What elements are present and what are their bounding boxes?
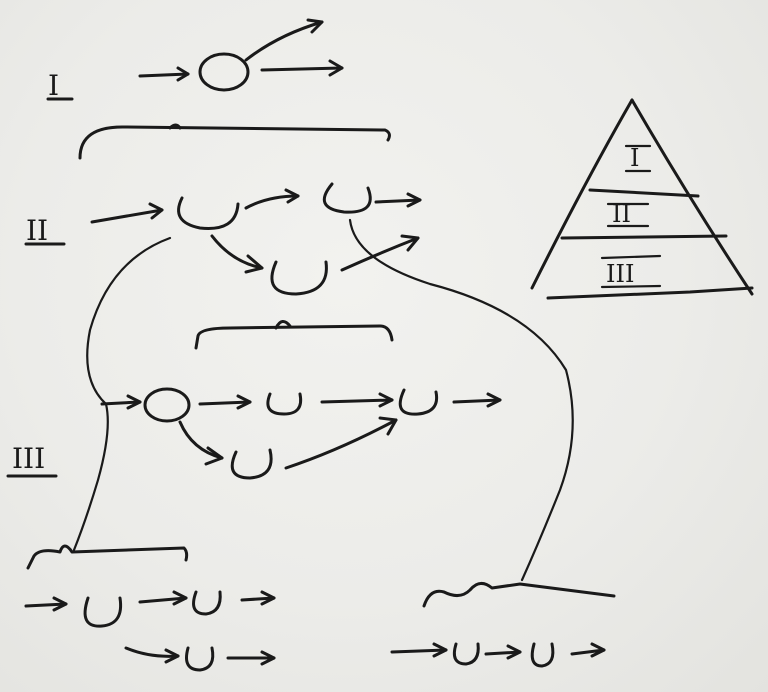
process-node bbox=[83, 596, 123, 628]
process-node bbox=[322, 182, 372, 214]
level-1-label: I bbox=[48, 69, 59, 102]
bracket-notch bbox=[168, 123, 182, 130]
pyramid-base bbox=[546, 286, 754, 300]
label-overline bbox=[600, 254, 662, 260]
arrow bbox=[198, 394, 252, 410]
pyramid-divider bbox=[588, 188, 700, 198]
process-node bbox=[192, 590, 222, 616]
arrow bbox=[210, 234, 264, 274]
level-2-flow: II bbox=[24, 182, 422, 350]
arrow bbox=[452, 392, 502, 408]
level-3-label: III bbox=[12, 442, 45, 475]
process-node bbox=[270, 260, 328, 296]
pyramid-divider bbox=[560, 234, 728, 240]
arrow bbox=[90, 202, 164, 224]
bracket bbox=[422, 582, 616, 608]
pyramid-left-edge bbox=[530, 98, 634, 290]
arrow bbox=[124, 646, 180, 664]
process-node bbox=[452, 642, 480, 666]
arrow bbox=[260, 59, 344, 77]
pyramid-right-edge bbox=[630, 98, 754, 296]
pyramid-tier-2-label: II bbox=[612, 200, 631, 228]
arrow bbox=[226, 650, 276, 666]
arrow bbox=[240, 590, 276, 606]
bracket bbox=[194, 324, 394, 350]
bracket bbox=[26, 544, 189, 570]
process-node bbox=[177, 196, 240, 230]
process-node bbox=[530, 642, 555, 668]
sub-flow-right bbox=[390, 582, 616, 668]
hierarchy-pyramid: I II III bbox=[530, 98, 754, 300]
process-node bbox=[398, 388, 439, 416]
connector-line bbox=[72, 236, 172, 552]
arrow bbox=[24, 596, 68, 612]
arrow bbox=[244, 18, 324, 62]
arrow bbox=[244, 188, 300, 210]
arrow bbox=[284, 416, 398, 470]
arrow bbox=[484, 644, 522, 660]
arrow bbox=[320, 392, 394, 408]
process-node bbox=[185, 646, 215, 672]
sub-flow-left bbox=[24, 544, 276, 672]
bracket-notch bbox=[274, 320, 292, 330]
pyramid-tier-1-label: I bbox=[630, 144, 639, 172]
level-2-label: II bbox=[26, 214, 48, 247]
label-underline bbox=[600, 284, 662, 289]
bracket bbox=[78, 125, 391, 160]
arrow bbox=[374, 192, 422, 208]
arrow bbox=[178, 420, 224, 466]
arrow bbox=[570, 642, 606, 658]
process-node bbox=[198, 52, 250, 92]
arrow bbox=[340, 234, 420, 272]
arrow bbox=[138, 590, 188, 606]
process-node bbox=[143, 387, 191, 423]
process-node bbox=[266, 392, 303, 416]
arrow bbox=[100, 394, 142, 410]
process-node bbox=[230, 448, 273, 480]
level-1-flow: I bbox=[46, 18, 391, 160]
pyramid-tier-3-label: III bbox=[606, 260, 634, 288]
arrow bbox=[390, 642, 448, 658]
connector-line bbox=[348, 218, 574, 582]
arrow bbox=[138, 66, 190, 82]
level-3-flow: III bbox=[6, 387, 502, 480]
